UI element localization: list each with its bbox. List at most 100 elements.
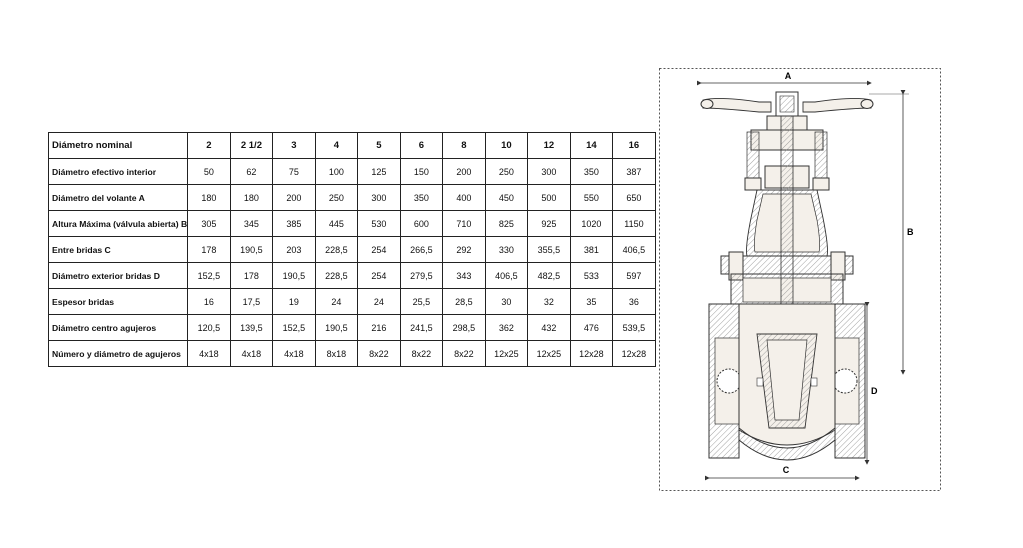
value-cell: 450 xyxy=(484,184,529,211)
value-cell: 228,5 xyxy=(314,262,359,289)
value-cell: 19 xyxy=(272,288,316,315)
value-cell: 298,5 xyxy=(442,314,486,341)
value-cell: 254 xyxy=(357,262,401,289)
value-cell: 8x22 xyxy=(357,340,401,367)
value-cell: 279,5 xyxy=(399,262,444,289)
value-cell: 330 xyxy=(484,236,529,263)
value-cell: 400 xyxy=(442,184,486,211)
row-label: Entre bridas C xyxy=(47,236,189,263)
value-cell: 266,5 xyxy=(399,236,444,263)
value-cell: 152,5 xyxy=(187,262,231,289)
value-cell: 150 xyxy=(399,158,444,185)
value-cell: 32 xyxy=(527,288,571,315)
value-cell: 180 xyxy=(229,184,274,211)
value-cell: 4x18 xyxy=(187,340,231,367)
value-cell: 385 xyxy=(272,210,316,237)
value-cell: 500 xyxy=(527,184,571,211)
value-cell: 216 xyxy=(357,314,401,341)
value-cell: 300 xyxy=(527,158,571,185)
value-cell: 17,5 xyxy=(229,288,274,315)
value-cell: 8x22 xyxy=(399,340,444,367)
value-cell: 250 xyxy=(484,158,529,185)
value-cell: 24 xyxy=(357,288,401,315)
value-cell: 190,5 xyxy=(229,236,274,263)
value-cell: 305 xyxy=(187,210,231,237)
value-cell: 62 xyxy=(229,158,274,185)
dimension-d-label: D xyxy=(871,386,878,396)
value-cell: 1020 xyxy=(569,210,614,237)
dimension-c-label: C xyxy=(783,465,790,475)
value-cell: 445 xyxy=(314,210,359,237)
value-cell: 28,5 xyxy=(442,288,486,315)
value-cell: 228,5 xyxy=(314,236,359,263)
value-cell: 254 xyxy=(357,236,401,263)
value-cell: 203 xyxy=(272,236,316,263)
value-cell: 178 xyxy=(187,236,231,263)
value-cell: 387 xyxy=(612,158,656,185)
value-cell: 4x18 xyxy=(272,340,316,367)
value-cell: 200 xyxy=(442,158,486,185)
header-label: Diámetro nominal xyxy=(47,132,189,159)
value-cell: 125 xyxy=(357,158,401,185)
value-cell: 362 xyxy=(484,314,529,341)
value-cell: 178 xyxy=(229,262,274,289)
value-cell: 241,5 xyxy=(399,314,444,341)
value-cell: 350 xyxy=(569,158,614,185)
value-cell: 1150 xyxy=(612,210,656,237)
value-cell: 35 xyxy=(569,288,614,315)
size-cell: 2 1/2 xyxy=(229,132,274,159)
row-label: Diámetro del volante A xyxy=(47,184,189,211)
row-label: Espesor bridas xyxy=(47,288,189,315)
size-cell: 2 xyxy=(187,132,231,159)
size-cell: 5 xyxy=(357,132,401,159)
value-cell: 250 xyxy=(314,184,359,211)
spec-table: Diámetro nominal 2 2 1/2 3 4 5 6 8 10 12… xyxy=(47,132,656,367)
dimension-b-label: B xyxy=(907,227,914,237)
value-cell: 25,5 xyxy=(399,288,444,315)
value-cell: 406,5 xyxy=(612,236,656,263)
row-label: Diámetro centro agujeros xyxy=(47,314,189,341)
value-cell: 597 xyxy=(612,262,656,289)
value-cell: 30 xyxy=(484,288,529,315)
value-cell: 650 xyxy=(612,184,656,211)
size-cell: 4 xyxy=(314,132,359,159)
value-cell: 200 xyxy=(272,184,316,211)
value-cell: 600 xyxy=(399,210,444,237)
value-cell: 345 xyxy=(229,210,274,237)
value-cell: 533 xyxy=(569,262,614,289)
row-label: Número y diámetro de agujeros xyxy=(47,340,189,367)
value-cell: 4x18 xyxy=(229,340,274,367)
value-cell: 825 xyxy=(484,210,529,237)
value-cell: 190,5 xyxy=(272,262,316,289)
value-cell: 550 xyxy=(569,184,614,211)
size-cell: 3 xyxy=(272,132,316,159)
size-cell: 14 xyxy=(569,132,614,159)
value-cell: 432 xyxy=(527,314,571,341)
value-cell: 12x28 xyxy=(569,340,614,367)
value-cell: 476 xyxy=(569,314,614,341)
value-cell: 925 xyxy=(527,210,571,237)
size-cell: 10 xyxy=(484,132,529,159)
value-cell: 355,5 xyxy=(527,236,571,263)
value-cell: 381 xyxy=(569,236,614,263)
size-cell: 12 xyxy=(527,132,571,159)
value-cell: 12x25 xyxy=(527,340,571,367)
size-cell: 16 xyxy=(612,132,656,159)
value-cell: 36 xyxy=(612,288,656,315)
value-cell: 120,5 xyxy=(187,314,231,341)
value-cell: 343 xyxy=(442,262,486,289)
value-cell: 8x18 xyxy=(314,340,359,367)
value-cell: 300 xyxy=(357,184,401,211)
size-cell: 6 xyxy=(399,132,444,159)
value-cell: 292 xyxy=(442,236,486,263)
value-cell: 139,5 xyxy=(229,314,274,341)
value-cell: 50 xyxy=(187,158,231,185)
value-cell: 190,5 xyxy=(314,314,359,341)
